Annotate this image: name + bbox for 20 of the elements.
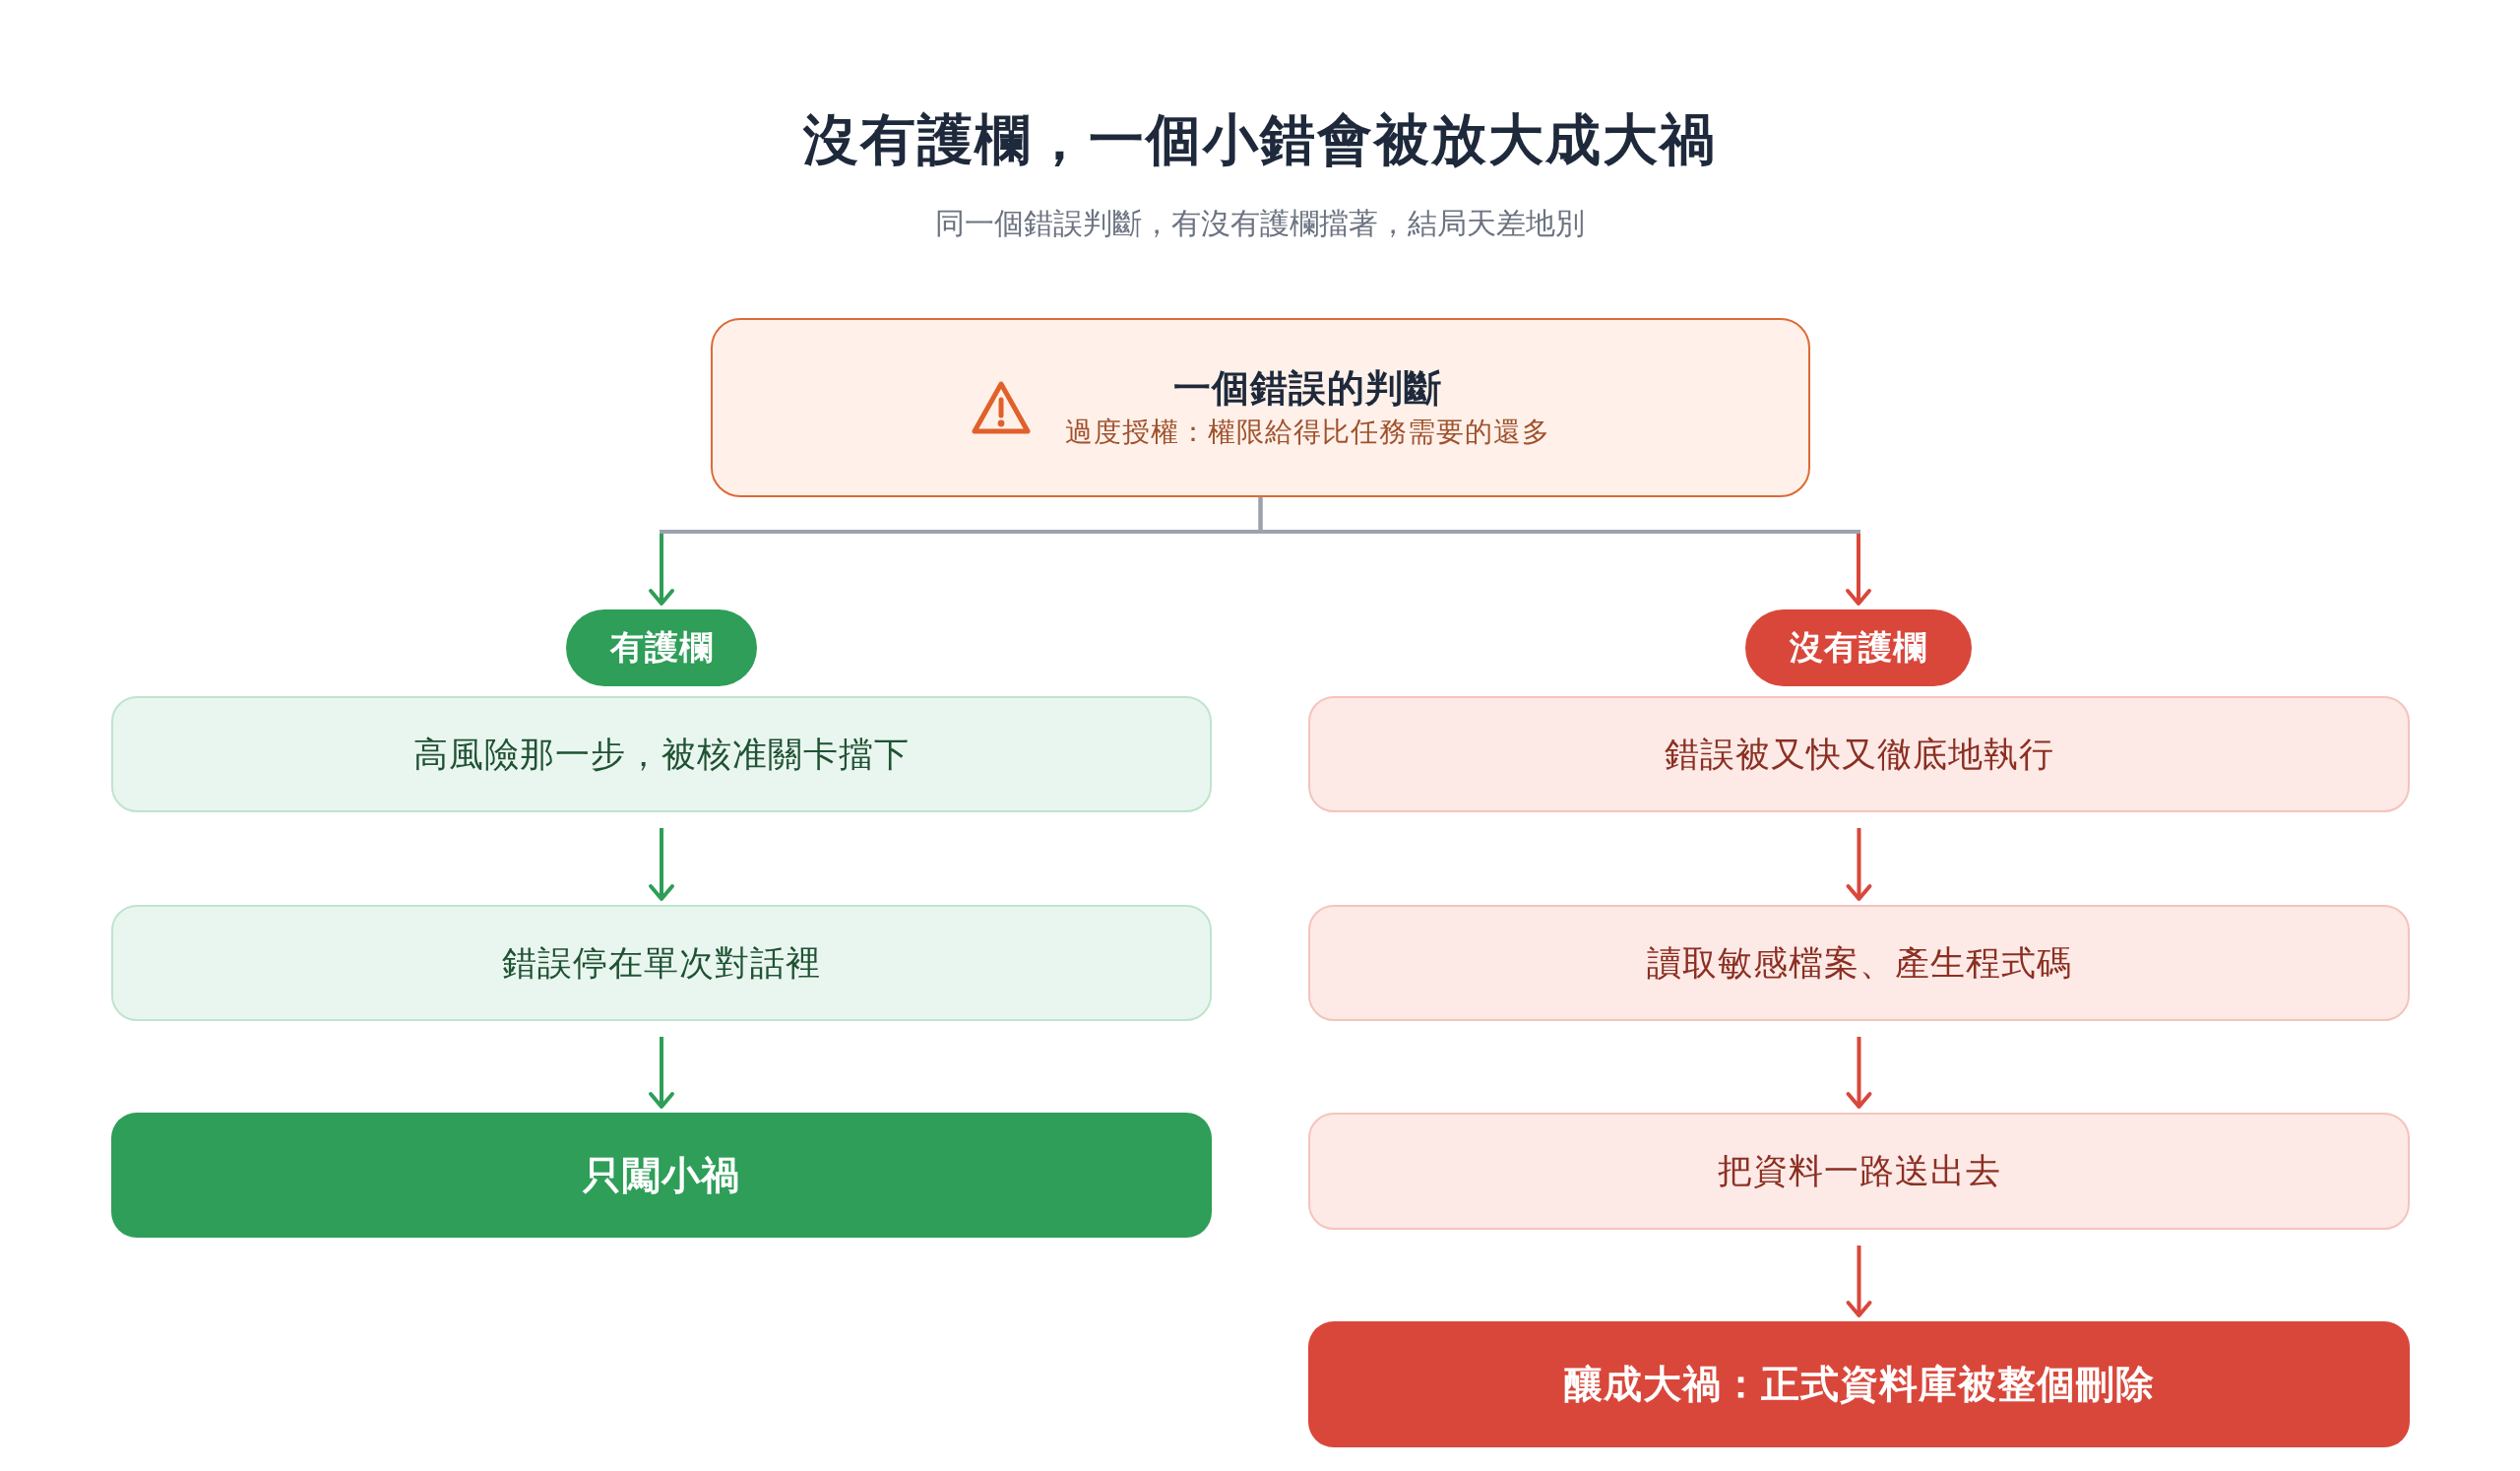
subtitle: 同一個錯誤判斷，有沒有護欄擋著，結局天差地別 xyxy=(935,206,1585,241)
arrow xyxy=(1846,828,1872,901)
arrow xyxy=(1846,1037,1872,1109)
branch-pill: 有護欄 xyxy=(566,609,757,686)
outcome-box: 釀成大禍：正式資料庫被整個刪除 xyxy=(1308,1321,2410,1447)
arrow xyxy=(649,828,674,901)
step-box: 高風險那一步，被核准關卡擋下 xyxy=(111,696,1212,812)
step-box: 錯誤停在單次對話裡 xyxy=(111,905,1212,1021)
arrow xyxy=(1258,497,1871,606)
step-box: 錯誤被又快又徹底地執行 xyxy=(1308,696,2410,812)
arrow xyxy=(649,1037,674,1109)
description: 過度授權：權限給得比任務需要的還多 xyxy=(1065,416,1550,449)
warning-box xyxy=(711,318,1810,497)
step-box: 把資料一路送出去 xyxy=(1308,1113,2410,1230)
outcome-box: 只闖小禍 xyxy=(111,1113,1212,1238)
arrow xyxy=(1846,1246,1872,1317)
branch-pill: 沒有護欄 xyxy=(1745,609,1972,686)
heading: 一個錯誤的判斷 xyxy=(1173,366,1442,411)
step-box: 讀取敏感檔案、產生程式碼 xyxy=(1308,905,2410,1021)
title: 沒有護欄，一個小錯會被放大成大禍 xyxy=(803,107,1717,172)
